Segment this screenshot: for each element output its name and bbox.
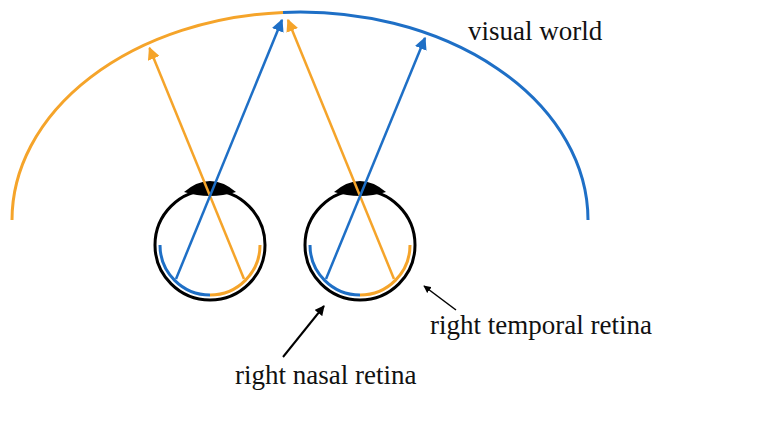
left-eyeball	[155, 190, 265, 300]
leader-arrow	[424, 286, 456, 310]
left-nasal-retina	[160, 245, 210, 295]
light-ray	[326, 38, 425, 279]
right-temporal-retina	[360, 245, 410, 295]
part-label: visual world	[468, 16, 602, 47]
part-label: right temporal retina	[430, 310, 652, 341]
part-label: right nasal retina	[235, 360, 416, 391]
right-eyeball	[305, 190, 415, 300]
light-ray	[150, 48, 245, 279]
light-ray	[176, 20, 282, 279]
left-temporal-retina	[210, 245, 260, 295]
leader-arrow	[283, 306, 324, 357]
right-nasal-retina	[310, 245, 360, 295]
